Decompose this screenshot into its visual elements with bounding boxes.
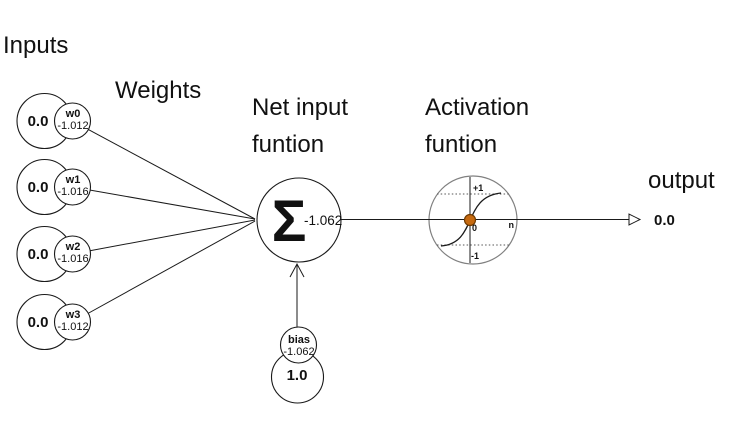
weight-circle [53, 235, 92, 273]
net-input-heading-line1: Net input [252, 94, 348, 121]
weight-name: w2 [65, 241, 81, 253]
bias-input-value: 1.0 [287, 367, 308, 384]
upper-bound-label: +1 [473, 183, 483, 193]
net-input-heading-line2: funtion [252, 131, 324, 158]
input-value: 0.0 [28, 314, 49, 331]
sum-value: -1.062 [304, 213, 342, 228]
connection-line [72, 120, 256, 220]
inputs-heading: Inputs [3, 32, 68, 59]
operating-point-dot [463, 213, 477, 227]
weight-name: w1 [65, 174, 81, 186]
bias-value: -1.062 [283, 346, 314, 358]
bias-label: bias [288, 334, 310, 346]
connection-line [72, 219, 256, 255]
output-heading: output [648, 167, 715, 194]
bias-connection [289, 262, 305, 331]
weights-heading: Weights [115, 77, 201, 104]
sum-node: Σ -1.062 [256, 177, 342, 263]
activation-plot: +1 -1 0 n [437, 177, 514, 263]
output-arrowhead-icon [628, 213, 642, 226]
connection-line [72, 220, 256, 323]
input-node-0: 0.0 w0 -1.012 [16, 92, 92, 150]
bias-weight-circle [279, 326, 318, 364]
weight-value: -1.016 [57, 253, 88, 265]
activation-heading-line2: funtion [425, 131, 497, 158]
input-value: 0.0 [28, 179, 49, 196]
input-node-2: 0.0 w2 -1.016 [16, 225, 92, 283]
weight-circle [53, 303, 92, 341]
sigma-icon: Σ [272, 189, 307, 254]
weight-circle [53, 168, 92, 206]
weight-value: -1.016 [57, 186, 88, 198]
input-value: 0.0 [28, 246, 49, 263]
lower-bound-label: -1 [471, 251, 479, 261]
weight-name: w3 [65, 309, 81, 321]
connection-line [72, 186, 256, 220]
weight-value: -1.012 [57, 120, 88, 132]
weight-connections [72, 120, 256, 323]
activation-heading-line1: Activation [425, 94, 529, 121]
weight-circle [53, 102, 92, 140]
bias-node: 1.0 bias -1.062 [270, 326, 325, 404]
input-node-3: 0.0 w3 -1.012 [16, 293, 92, 351]
input-node-1: 0.0 w1 -1.016 [16, 158, 92, 216]
bias-arrowhead-icon [289, 262, 305, 278]
axis-variable-label: n [509, 220, 515, 230]
weight-value: -1.012 [57, 321, 88, 333]
input-value: 0.0 [28, 113, 49, 130]
origin-label: 0 [472, 223, 477, 233]
weight-name: w0 [65, 108, 81, 120]
output-value: 0.0 [654, 212, 675, 229]
